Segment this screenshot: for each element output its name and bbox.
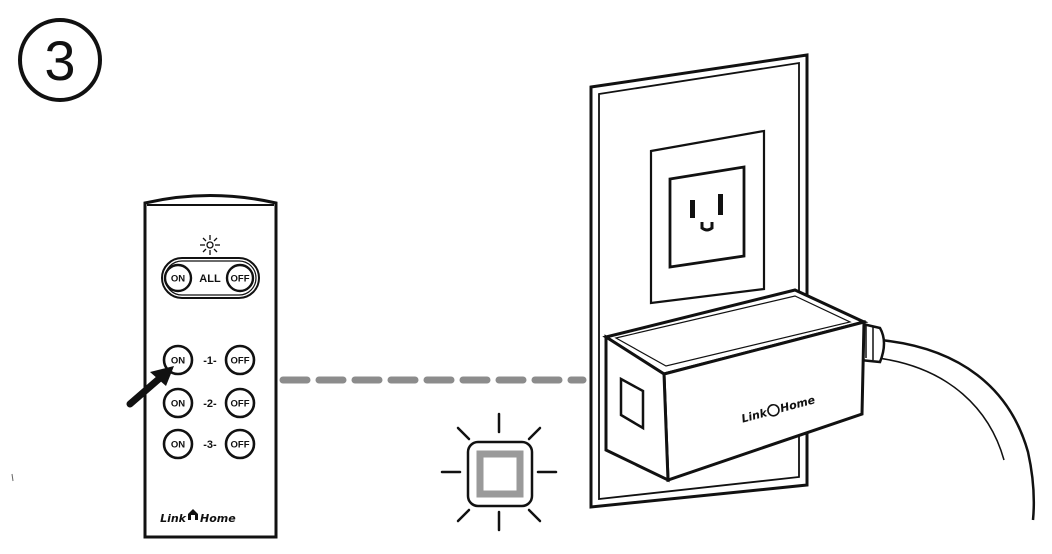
channel-1-off-label: OFF bbox=[231, 356, 250, 367]
remote-control: ON ALL OFF ON -1- OFF ON -2- bbox=[126, 194, 278, 539]
channel-2-off-button[interactable]: OFF bbox=[224, 387, 256, 419]
step-number: 3 bbox=[44, 29, 75, 92]
blinking-indicator-icon bbox=[440, 412, 558, 532]
channel-2-on-button[interactable]: ON bbox=[162, 387, 194, 419]
channel-2-on-label: ON bbox=[171, 399, 185, 410]
all-label: ALL bbox=[199, 273, 221, 285]
wall-outlet-icon bbox=[649, 129, 766, 305]
channel-3-row: ON -3- OFF bbox=[162, 428, 256, 460]
channel-3-off-label: OFF bbox=[231, 440, 250, 451]
power-cord bbox=[879, 338, 1036, 521]
press-arrow-icon bbox=[126, 366, 174, 408]
channel-3-number: -3- bbox=[203, 439, 217, 451]
step-circle-icon bbox=[18, 18, 102, 102]
plug-house-logo-icon bbox=[767, 403, 780, 417]
channel-3-on-label: ON bbox=[171, 440, 185, 451]
stray-mark bbox=[11, 473, 14, 482]
all-off-label: OFF bbox=[231, 274, 250, 285]
channel-1-row: ON -1- OFF bbox=[162, 344, 256, 376]
remote-brand-link: Link bbox=[160, 512, 187, 525]
remote-brand-home: Home bbox=[200, 512, 236, 525]
step-badge: 3 bbox=[18, 18, 102, 102]
indicator-rays bbox=[440, 412, 558, 532]
all-off-button[interactable]: OFF bbox=[225, 263, 255, 293]
channel-3-off-button[interactable]: OFF bbox=[224, 428, 256, 460]
channel-1-off-button[interactable]: OFF bbox=[224, 344, 256, 376]
all-on-button[interactable]: ON bbox=[163, 263, 193, 293]
smart-plug-device: Link Home bbox=[602, 288, 1036, 521]
channel-2-off-label: OFF bbox=[231, 399, 250, 410]
led-sparkle-icon bbox=[200, 235, 220, 255]
channel-1-number: -1- bbox=[203, 355, 217, 367]
channel-3-on-button[interactable]: ON bbox=[162, 428, 194, 460]
all-on-label: ON bbox=[171, 274, 185, 285]
channel-2-row: ON -2- OFF bbox=[162, 387, 256, 419]
channel-2-number: -2- bbox=[203, 398, 217, 410]
plug-indicator-window bbox=[619, 376, 645, 431]
remote-brand-logo: Link Home bbox=[160, 509, 236, 525]
channel-1-on-label: ON bbox=[171, 356, 185, 367]
house-logo-icon bbox=[188, 509, 198, 520]
